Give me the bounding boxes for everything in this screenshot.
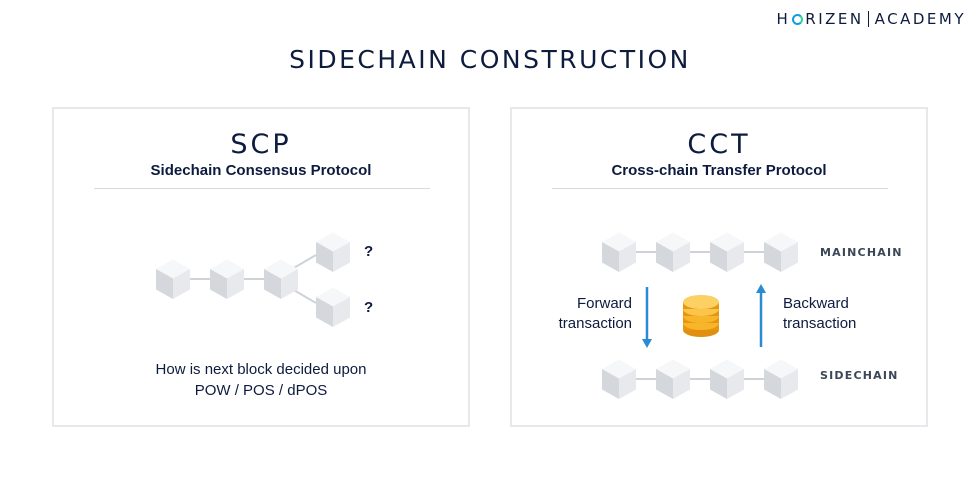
block-cube-icon [656,233,690,273]
block-cube-icon [210,260,244,300]
fork-question-lower: ? [364,299,373,316]
block-cube-icon [156,260,190,300]
scp-caption-line1: How is next block decided upon [54,361,468,378]
block-cube-icon [710,233,744,273]
arrow-down-icon [642,287,652,348]
mainchain-label: MAINCHAIN [820,246,903,259]
fork-question-upper: ? [364,243,373,260]
fork-link-upper [292,255,316,269]
forward-transaction-label: Forward transaction [542,294,632,334]
arrow-up-icon [756,284,766,347]
scp-fork-diagram [54,109,472,429]
backward-transaction-label: Backward transaction [783,294,883,334]
block-cube-icon [602,360,636,400]
fork-link-lower [292,289,316,303]
coin-stack-icon [683,295,719,337]
block-cube-icon [316,233,350,273]
scp-caption-line2: POW / POS / dPOS [54,382,468,399]
block-cube-icon [316,288,350,328]
block-cube-icon [264,260,298,300]
logo-ring-icon [792,14,803,25]
scp-panel: SCP Sidechain Consensus Protocol ? ? How… [52,107,470,427]
block-cube-icon [764,360,798,400]
block-cube-icon [602,233,636,273]
sidechain-label: SIDECHAIN [820,369,899,382]
block-cube-icon [656,360,690,400]
block-cube-icon [710,360,744,400]
block-cube-icon [764,233,798,273]
logo-separator [868,11,869,27]
cct-panel: CCT Cross-chain Transfer Protocol [510,107,928,427]
page-title: SIDECHAIN CONSTRUCTION [0,45,980,74]
